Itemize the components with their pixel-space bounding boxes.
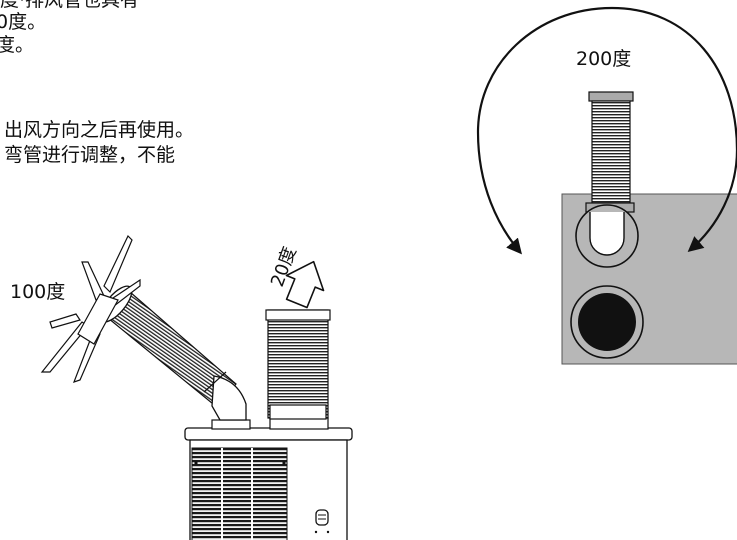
instruction-line-5: 弯管进行调整，不能 <box>4 144 176 166</box>
top-view-diagram: 200度 <box>476 6 737 365</box>
unit-grille <box>191 447 288 540</box>
instruction-line-3: 度。 <box>0 34 35 56</box>
rotation-label-left: 100度 <box>10 281 65 303</box>
rotation-arc-left <box>476 6 613 255</box>
air-conditioner-unit <box>184 417 353 540</box>
instruction-line-1: 度·排风管也具有 <box>0 0 140 11</box>
vertical-duct <box>265 309 331 420</box>
instruction-line-2: 0度。 <box>0 11 47 33</box>
rotation-arc-right <box>611 6 737 253</box>
instruction-line-4: 出风方向之后再使用。 <box>4 119 195 141</box>
control-knob <box>315 509 329 526</box>
direction-arrow <box>285 260 325 309</box>
outlet-louvre <box>40 234 141 383</box>
unit-top-cap <box>184 427 353 441</box>
rotation-label-right: 200度 <box>576 48 631 70</box>
